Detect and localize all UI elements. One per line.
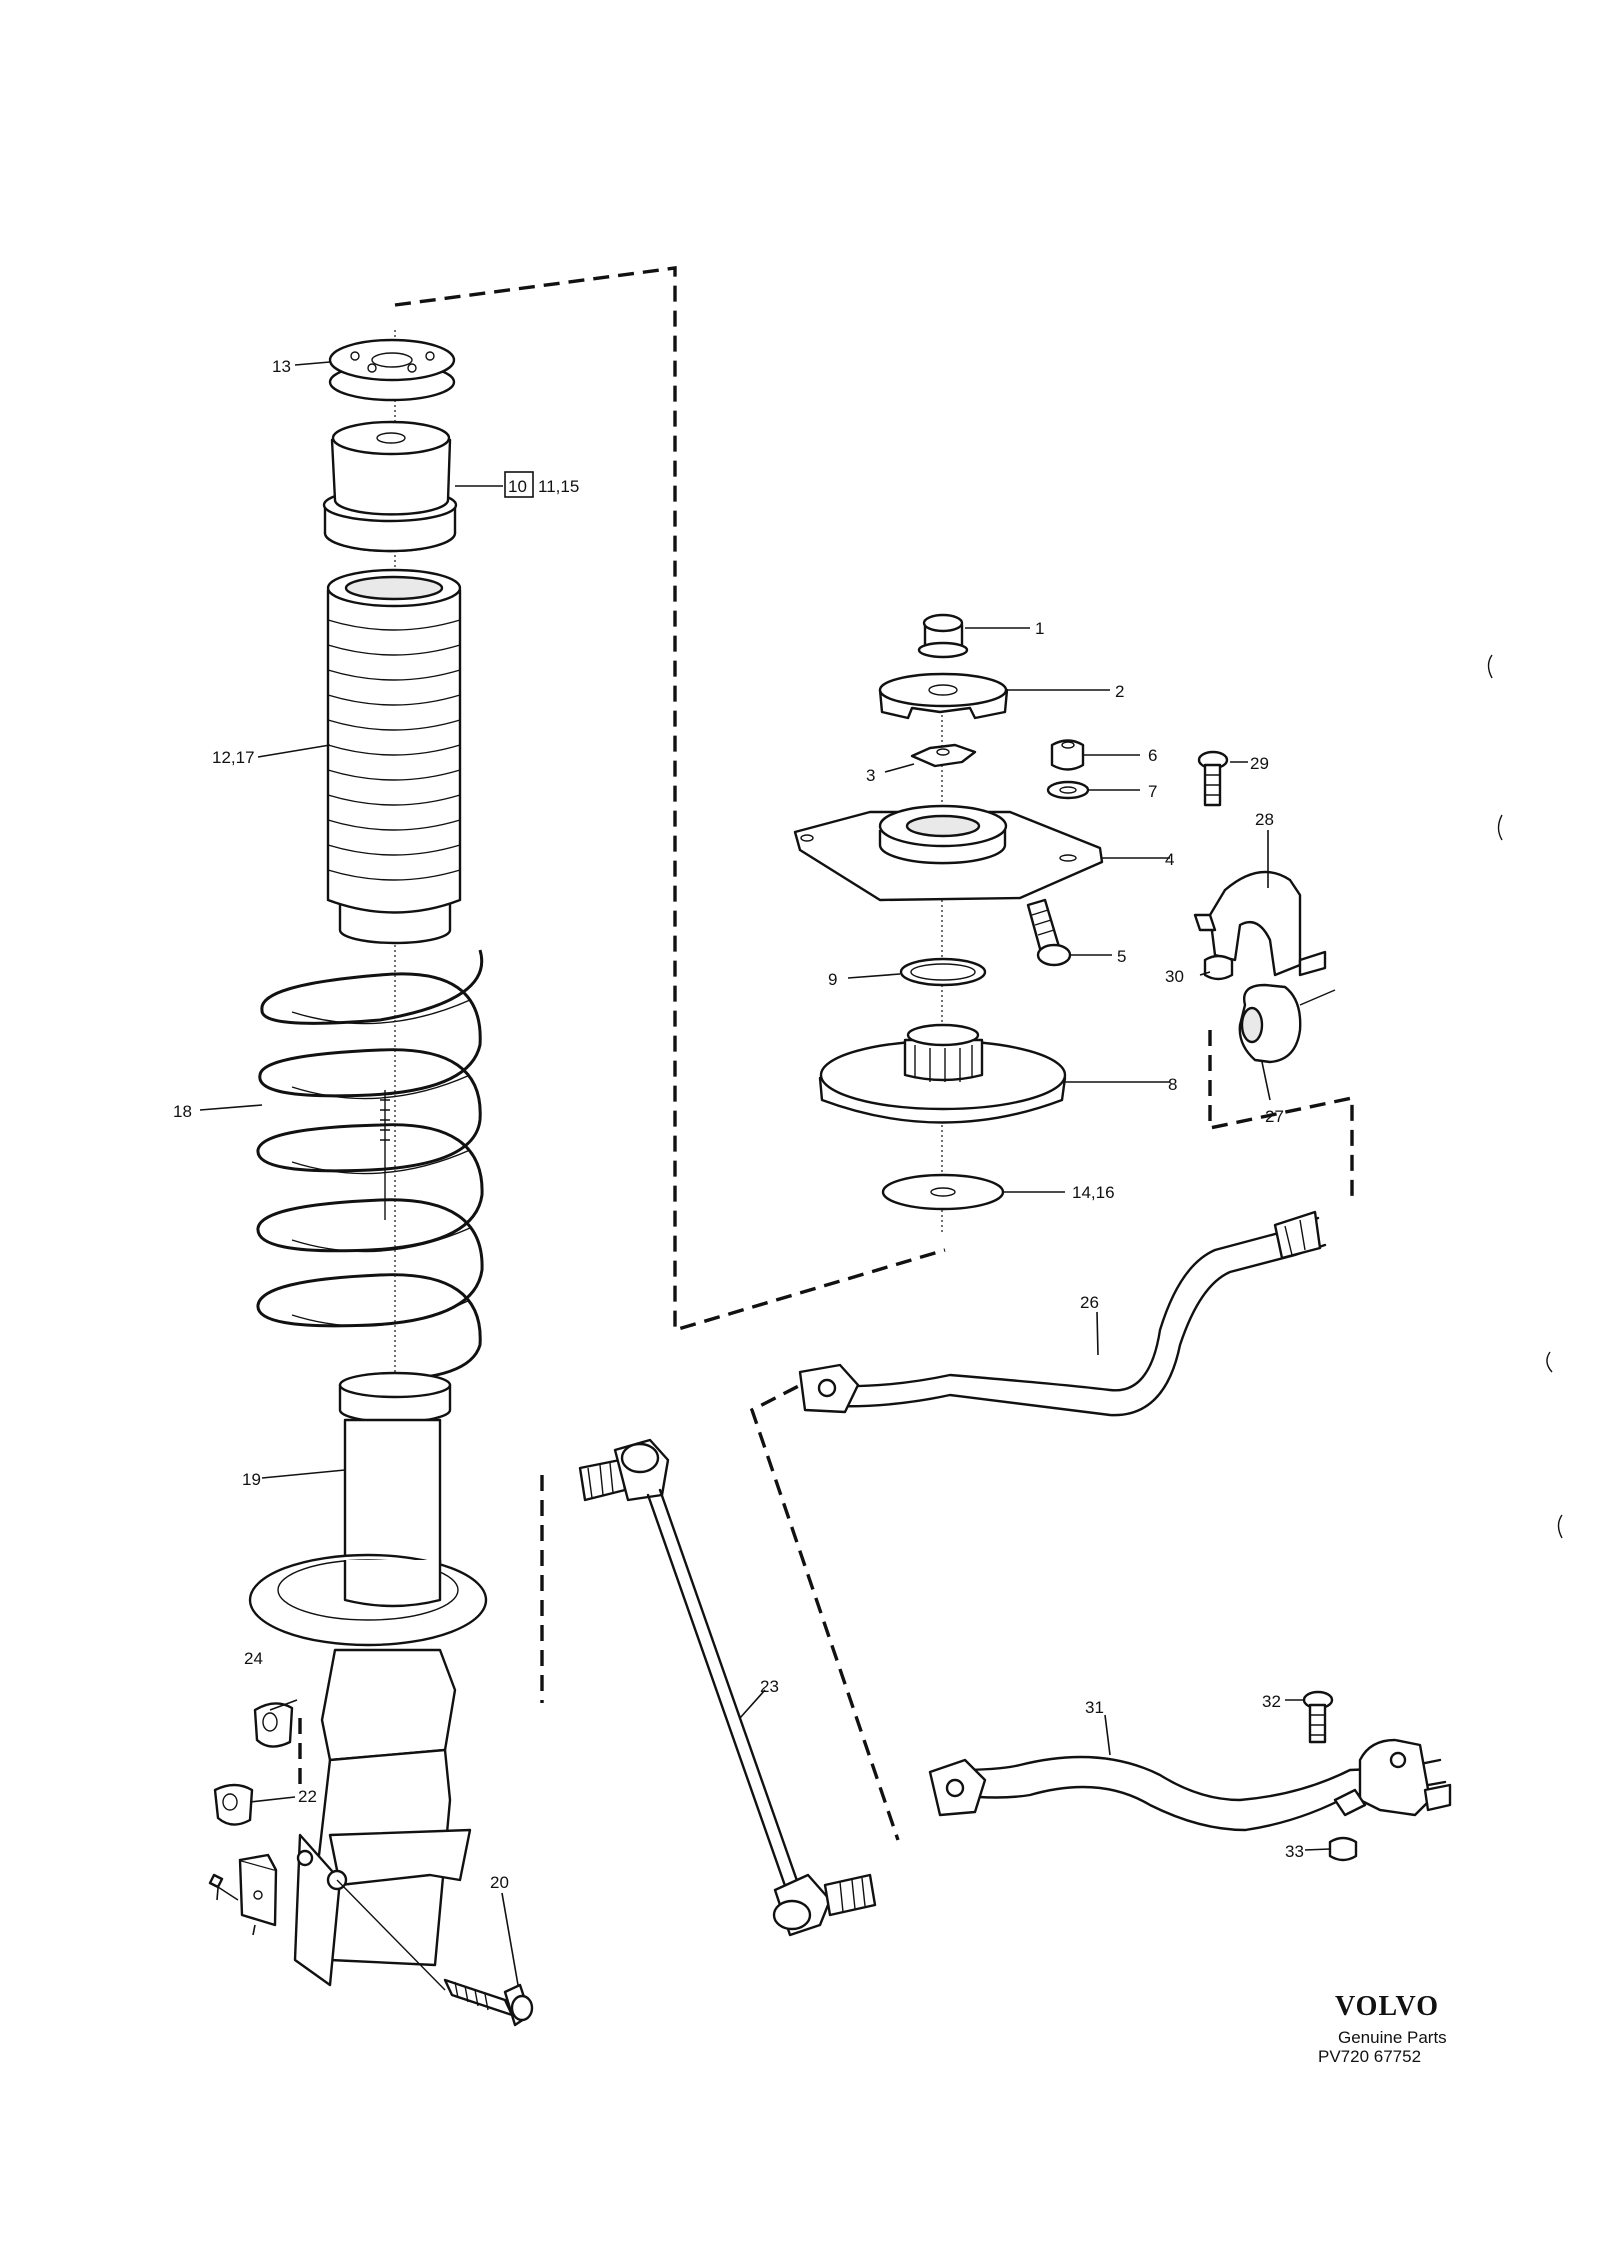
callout-28: 30	[1165, 967, 1184, 986]
nut-21	[213, 1783, 254, 1826]
strut-body-19	[248, 1371, 488, 1987]
bolt-20	[336, 1879, 534, 2027]
stabilizer-bar-24	[798, 1210, 1327, 1417]
callout-25: 27	[1265, 1107, 1284, 1126]
washer-2	[878, 672, 1009, 720]
nut-6	[1050, 739, 1085, 771]
bearing-seat-8	[818, 1023, 1067, 1124]
nut-31	[1328, 1836, 1358, 1862]
callout-3: 3	[866, 766, 875, 785]
dust-boot-12-17	[326, 568, 462, 945]
callout-31: 33	[1285, 1842, 1304, 1861]
margin-marks	[1487, 654, 1563, 1539]
callout-29: 31	[1085, 1698, 1104, 1717]
callout-30: 32	[1262, 1692, 1281, 1711]
callout-21: 22	[298, 1787, 317, 1806]
callout-6: 6	[1148, 746, 1157, 765]
bracket-26	[1193, 870, 1327, 977]
bolt-27	[1197, 750, 1229, 807]
o-ring-9	[899, 957, 987, 987]
callout-labels: 13 10 11,15 12,17 18 19 1 2 3 6 7 4 5 9 …	[173, 357, 1304, 1892]
dashed-line-top-mount	[394, 266, 946, 1333]
screw-33	[208, 1873, 239, 1901]
callout-10-box	[504, 471, 534, 498]
callout-10: 10	[508, 477, 527, 496]
callout-27: 29	[1250, 754, 1269, 773]
callout-8: 8	[1168, 1075, 1177, 1094]
callout-1: 1	[1035, 619, 1044, 638]
callout-7: 7	[1148, 782, 1157, 801]
bracket-32	[238, 1853, 278, 1927]
genuine-parts-text: Genuine Parts	[1338, 2028, 1447, 2047]
dashed-line-link-rod	[749, 1373, 900, 1841]
bump-stop-10	[322, 420, 458, 553]
washer-7	[1046, 780, 1090, 800]
leader-lines	[199, 361, 1331, 1986]
bolt-30	[1302, 1690, 1334, 1744]
strut-mount-plate-4	[793, 804, 1104, 902]
callout-9: 9	[828, 970, 837, 989]
retainer-3	[910, 743, 977, 768]
callout-19: 19	[242, 1470, 261, 1489]
coil-spring-18	[256, 949, 484, 1382]
callout-11-15: 11,15	[538, 477, 579, 496]
callout-12-17: 12,17	[212, 748, 255, 767]
bolt-5	[1026, 898, 1072, 967]
stabilizer-bar-29	[928, 1738, 1452, 1832]
callout-2: 2	[1115, 682, 1124, 701]
bushing-25	[1238, 983, 1336, 1064]
assembly-dashed-lines	[298, 266, 1354, 1841]
nut-28	[1203, 954, 1234, 981]
callout-13: 13	[272, 357, 291, 376]
callout-5: 5	[1117, 947, 1126, 966]
callout-24: 26	[1080, 1293, 1099, 1312]
callout-4: 4	[1165, 850, 1174, 869]
callout-14-16: 14,16	[1072, 1183, 1115, 1202]
callout-23: 24	[244, 1649, 263, 1668]
catalog-code: PV720 67752	[1318, 2047, 1421, 2066]
washer-14-16	[881, 1173, 1005, 1211]
callout-22: 23	[760, 1677, 779, 1696]
spring-seat-top-13	[328, 338, 456, 402]
callout-26: 28	[1255, 810, 1274, 829]
volvo-logo: VOLVO	[1335, 1991, 1439, 2022]
callout-20: 20	[490, 1873, 509, 1892]
nut-23	[253, 1702, 294, 1748]
volvo-brand-block: VOLVO Genuine Parts PV720 67752	[1318, 1991, 1447, 2066]
callout-18: 18	[173, 1102, 192, 1121]
stabilizer-link-22	[578, 1438, 877, 1937]
flange-nut-1	[917, 613, 969, 659]
